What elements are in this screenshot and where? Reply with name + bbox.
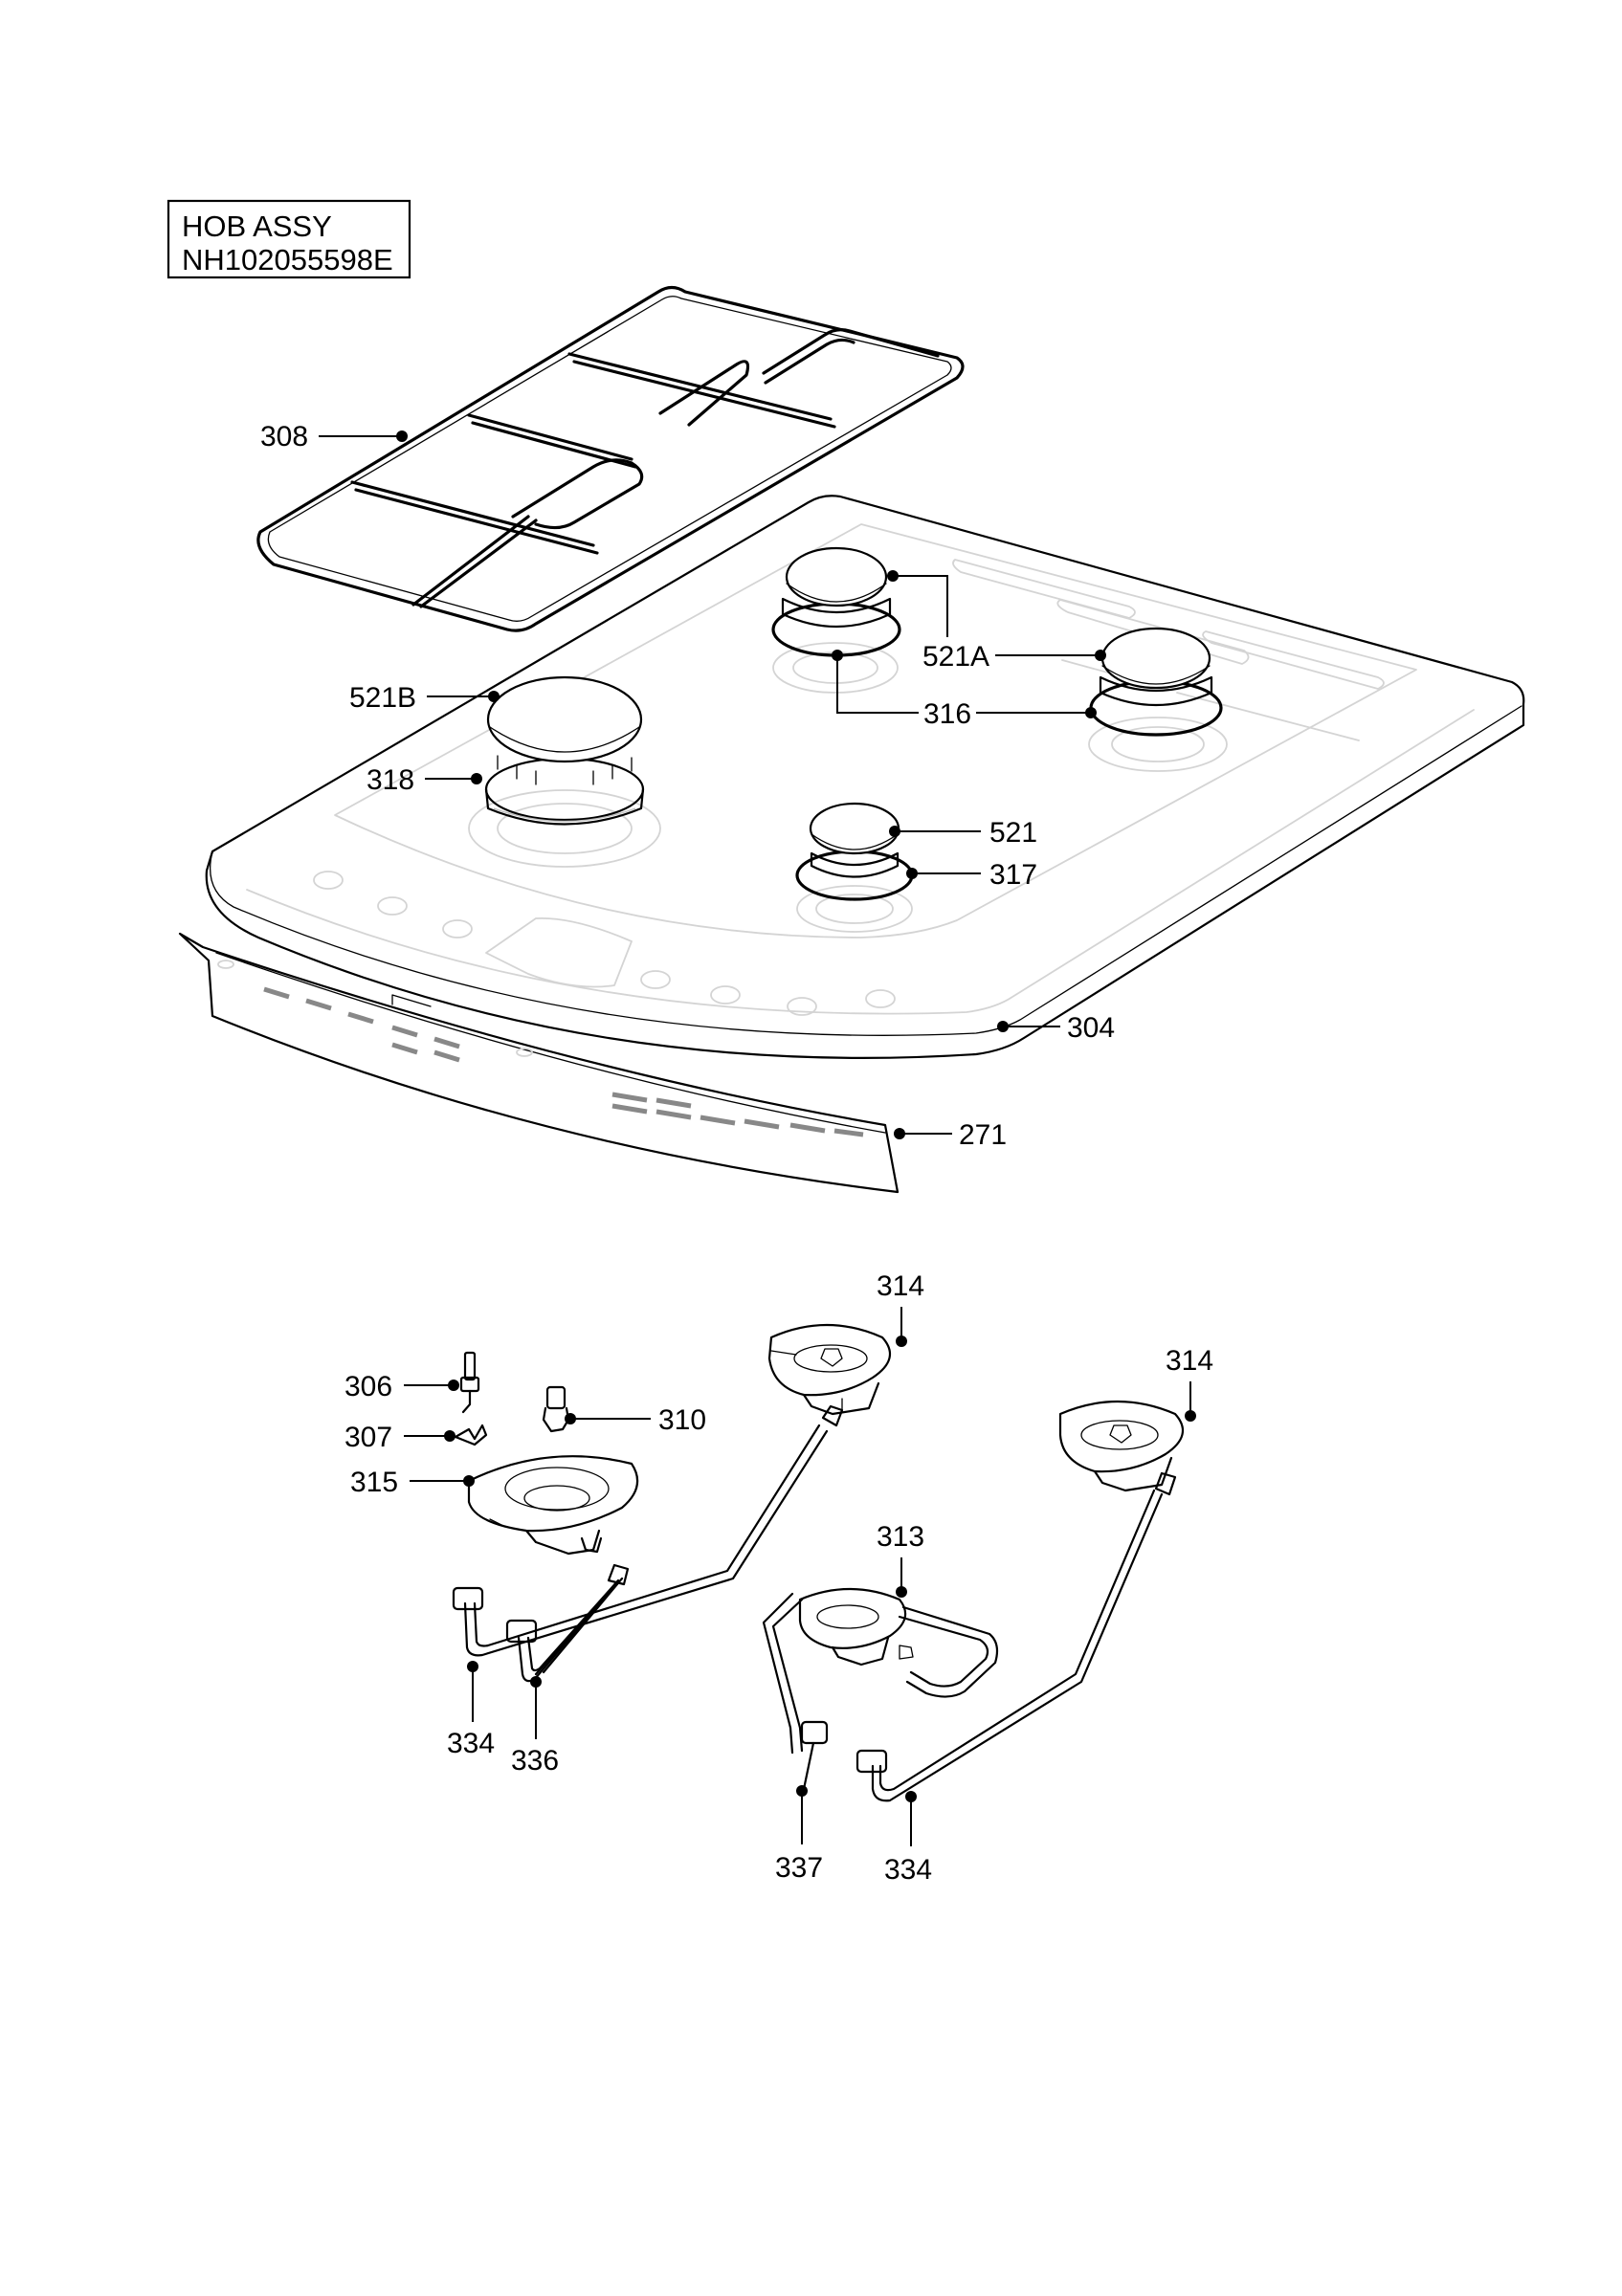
title-box: HOB ASSY NH102055598E — [167, 199, 411, 279]
gas-pipe-left-short — [505, 1563, 630, 1683]
title-line-2: NH102055598E — [182, 243, 393, 276]
burner-rear-left — [771, 546, 901, 657]
gas-pipe-left-long — [452, 1404, 844, 1657]
callout-317: 317 — [989, 859, 1037, 891]
callout-337: 337 — [775, 1852, 823, 1884]
callout-271: 271 — [959, 1119, 1007, 1151]
callout-334-right: 334 — [884, 1854, 932, 1886]
callout-521: 521 — [989, 817, 1037, 849]
burner-base-313 — [798, 1587, 914, 1667]
burner-base-314-right — [1058, 1400, 1185, 1492]
callout-521A: 521A — [922, 641, 989, 673]
callout-313: 313 — [877, 1521, 924, 1553]
burner-large — [484, 675, 645, 826]
control-panel — [178, 932, 900, 1194]
burner-base-314-left — [767, 1323, 892, 1416]
burner-front — [795, 802, 914, 901]
callout-316: 316 — [923, 698, 971, 730]
electrode-306 — [459, 1351, 480, 1414]
callout-318: 318 — [367, 764, 414, 796]
callout-306: 306 — [344, 1371, 392, 1402]
callout-314-right: 314 — [1166, 1345, 1213, 1377]
callouts: 308 521A 316 521B 318 521 317 304 — [260, 421, 1213, 1886]
callout-308: 308 — [260, 421, 308, 453]
callout-307: 307 — [344, 1422, 392, 1453]
callout-304: 304 — [1067, 1012, 1115, 1044]
callout-521B: 521B — [349, 682, 416, 714]
pan-support-grid — [256, 285, 965, 632]
callout-336: 336 — [511, 1745, 559, 1777]
title-line-1: HOB ASSY — [182, 210, 332, 243]
gas-pipe-center — [762, 1592, 999, 1791]
burner-base-315 — [467, 1455, 639, 1556]
hob-top-plate — [205, 495, 1525, 1059]
clip-307 — [454, 1424, 488, 1446]
callout-315: 315 — [350, 1467, 398, 1498]
burner-rear-right — [1089, 627, 1223, 737]
spark-plug-310 — [542, 1385, 570, 1433]
callout-334-left: 334 — [447, 1728, 495, 1759]
callout-314-left: 314 — [877, 1270, 924, 1302]
gas-pipe-right — [855, 1471, 1177, 1802]
callout-310: 310 — [658, 1404, 706, 1436]
